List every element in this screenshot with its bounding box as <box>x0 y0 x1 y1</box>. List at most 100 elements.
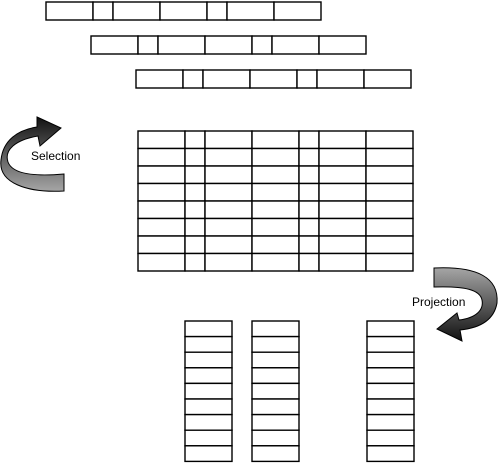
table-cell <box>365 235 414 255</box>
table-cell <box>251 182 300 202</box>
strip-cell <box>251 35 273 55</box>
projected-cell <box>184 320 233 338</box>
strip-cell <box>112 1 161 21</box>
table-cell <box>251 130 300 150</box>
projected-columns <box>184 320 415 463</box>
table-cell <box>365 147 414 167</box>
table-cell <box>137 200 186 220</box>
table-cell <box>184 252 206 272</box>
table-cell <box>184 130 206 150</box>
projected-cell <box>366 367 415 385</box>
table-cell <box>204 165 253 185</box>
projected-cell <box>251 367 300 385</box>
table-cell <box>184 200 206 220</box>
strip-cell <box>273 1 322 21</box>
table-cell <box>184 182 206 202</box>
table-cell <box>318 217 367 237</box>
table-cell <box>137 217 186 237</box>
projected-cell <box>184 398 233 416</box>
projected-cell <box>251 335 300 353</box>
table-cell <box>365 130 414 150</box>
projected-cell <box>366 429 415 447</box>
projected-cell <box>251 445 300 463</box>
table-cell <box>204 182 253 202</box>
table-cell <box>184 165 206 185</box>
table-cell <box>184 235 206 255</box>
table-cell <box>298 217 320 237</box>
selection-label: Selection <box>31 149 80 163</box>
projection-arrow: Projection <box>412 267 498 342</box>
selection-arrow: Selection <box>0 116 80 192</box>
table-cell <box>251 235 300 255</box>
strip-cell <box>296 69 318 89</box>
table-cell <box>184 147 206 167</box>
table-cell <box>365 165 414 185</box>
strip-cell <box>226 1 275 21</box>
table-cell <box>298 235 320 255</box>
table-cell <box>298 130 320 150</box>
projected-cell <box>366 335 415 353</box>
projected-cell <box>251 351 300 369</box>
projected-cell <box>366 445 415 463</box>
table-cell <box>204 217 253 237</box>
table-cell <box>137 130 186 150</box>
table-cell <box>365 217 414 237</box>
strip-cell <box>206 1 228 21</box>
strip-cell <box>45 1 94 21</box>
projected-cell <box>251 413 300 431</box>
table-cell <box>365 200 414 220</box>
table-cell <box>298 165 320 185</box>
table-cell <box>298 147 320 167</box>
table-cell <box>251 217 300 237</box>
strip-cell <box>92 1 114 21</box>
table-cell <box>204 147 253 167</box>
curved-arrow-icon <box>433 267 498 342</box>
strip-cell <box>318 35 367 55</box>
table-cell <box>204 130 253 150</box>
table-cell <box>298 182 320 202</box>
projected-cell <box>184 351 233 369</box>
table-cell <box>318 147 367 167</box>
table-cell <box>318 165 367 185</box>
projected-cell <box>184 382 233 400</box>
table-cell <box>137 252 186 272</box>
table-cell <box>251 252 300 272</box>
strip-cell <box>202 69 251 89</box>
table-cell <box>137 182 186 202</box>
strip-cell <box>135 69 184 89</box>
projected-cell <box>251 382 300 400</box>
projected-cell <box>184 445 233 463</box>
table-cell <box>318 200 367 220</box>
projected-cell <box>251 398 300 416</box>
projected-cell <box>184 367 233 385</box>
projected-cell <box>366 413 415 431</box>
projected-cell <box>251 429 300 447</box>
curved-arrow-icon <box>0 116 65 192</box>
projected-cell <box>366 398 415 416</box>
projected-cell <box>366 382 415 400</box>
table-cell <box>298 200 320 220</box>
projected-cell <box>366 351 415 369</box>
projected-cell <box>184 413 233 431</box>
projected-cell <box>184 335 233 353</box>
table-cell <box>251 200 300 220</box>
table-cell <box>298 252 320 272</box>
strip-cell <box>249 69 298 89</box>
strip-cell <box>182 69 204 89</box>
projected-cell <box>251 320 300 338</box>
table-cell <box>137 235 186 255</box>
strip-cell <box>137 35 159 55</box>
projected-cell <box>184 429 233 447</box>
relation-table <box>137 130 414 272</box>
table-cell <box>204 252 253 272</box>
projected-cell <box>366 320 415 338</box>
strip-cell <box>90 35 139 55</box>
strip-cell <box>363 69 412 89</box>
strip-cell <box>204 35 253 55</box>
table-cell <box>251 165 300 185</box>
projection-label: Projection <box>412 295 465 309</box>
table-cell <box>365 252 414 272</box>
strip-cell <box>271 35 320 55</box>
table-cell <box>318 235 367 255</box>
